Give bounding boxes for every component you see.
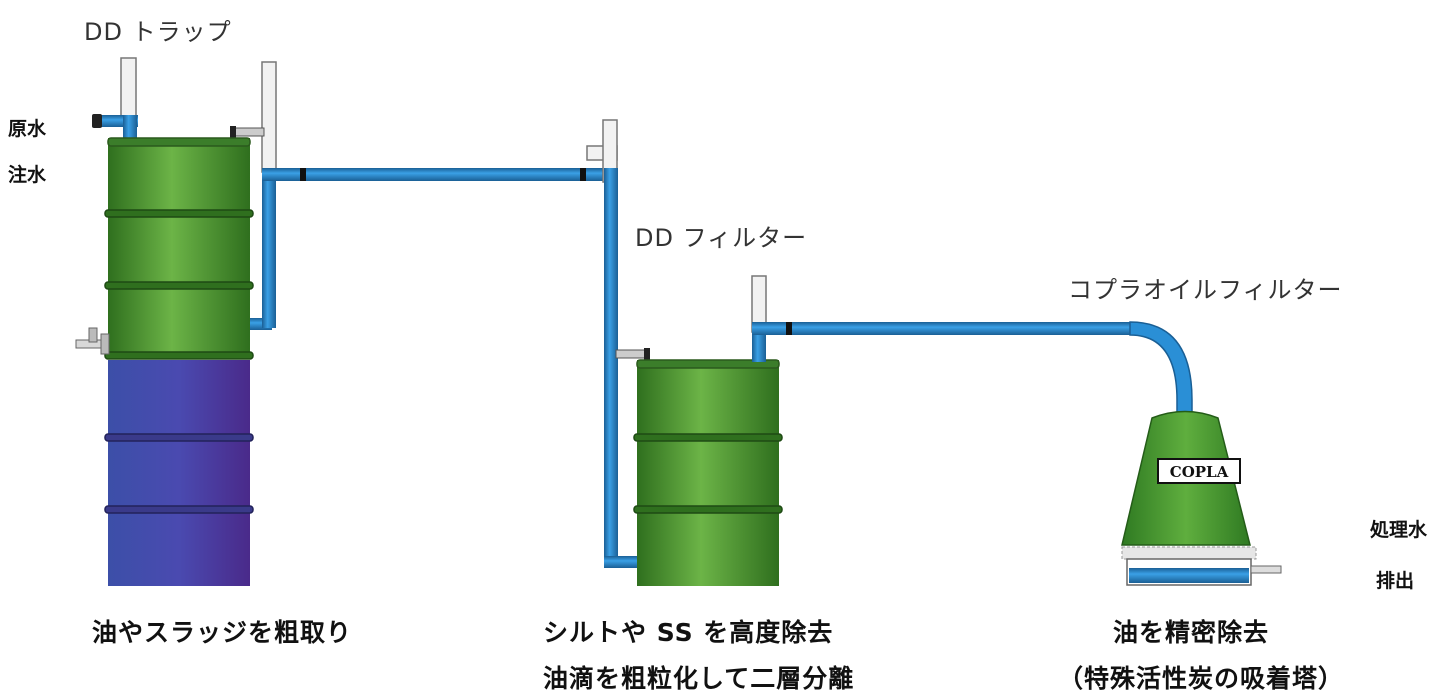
trap-upper-drum: [108, 138, 250, 356]
dd-trap: [75, 57, 277, 586]
caption-filter-1: シルトや SS を高度除去: [543, 618, 834, 647]
copla-badge: COPLA: [1170, 463, 1229, 481]
inlet-nozzle: [92, 114, 102, 128]
copla-water-layer: [1129, 568, 1249, 583]
pipe-filter-to-copla: [752, 321, 1193, 413]
label-copla-filter: コプラオイルフィルター: [1068, 276, 1343, 304]
trap-lower-drum: [108, 360, 250, 586]
label-dd-trap: DD トラップ: [84, 18, 232, 46]
copla-base: [1121, 546, 1257, 560]
treated-outlet-valve: [1250, 565, 1282, 574]
label-raw-water-inject: 注水: [8, 164, 47, 186]
caption-copla-2: （特殊活性炭の吸着塔）: [1058, 664, 1345, 693]
drain-valve: [75, 327, 110, 355]
filter-drum: [637, 360, 779, 586]
label-discharge: 排出: [1376, 570, 1415, 592]
caption-copla-1: 油を精密除去: [1113, 618, 1270, 647]
copla-tower: COPLA: [1121, 410, 1282, 586]
copla-badge-box: [1157, 458, 1241, 484]
label-treated-water: 処理水: [1370, 519, 1428, 541]
caption-trap: 油やスラッジを粗取り: [92, 618, 353, 647]
trap-inlet-vent: [120, 57, 137, 119]
caption-filter-2: 油滴を粗粒化して二層分離: [543, 664, 855, 693]
label-dd-filter: DD フィルター: [635, 224, 808, 252]
dd-filter: [633, 275, 783, 586]
pipe-trap-to-filter: [250, 119, 650, 568]
label-raw-water: 原水: [8, 118, 47, 140]
trap-outlet-vent: [261, 61, 277, 173]
